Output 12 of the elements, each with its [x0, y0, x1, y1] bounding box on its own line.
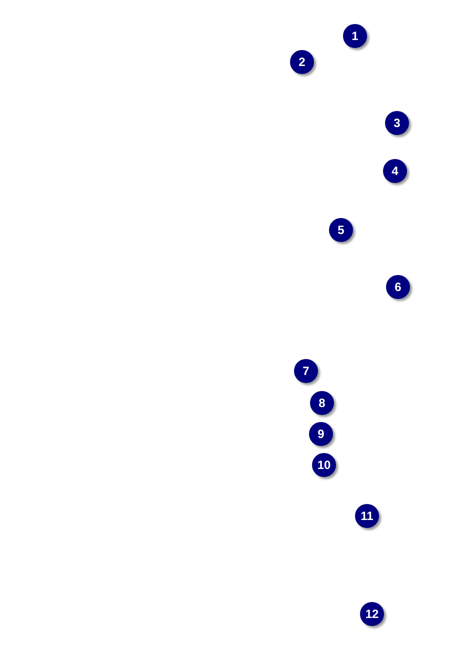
callout-number: 4 [383, 159, 407, 183]
callout-number: 11 [355, 504, 379, 528]
callout-number: 12 [360, 602, 384, 626]
callout-number: 10 [312, 453, 336, 477]
callout-number: 3 [385, 111, 409, 135]
callout-number: 6 [386, 275, 410, 299]
callout-number: 9 [309, 422, 333, 446]
callout-number: 7 [294, 359, 318, 383]
callout-number: 8 [310, 391, 334, 415]
callout-number: 5 [329, 218, 353, 242]
callout-number: 2 [290, 50, 314, 74]
callout-number: 1 [343, 24, 367, 48]
